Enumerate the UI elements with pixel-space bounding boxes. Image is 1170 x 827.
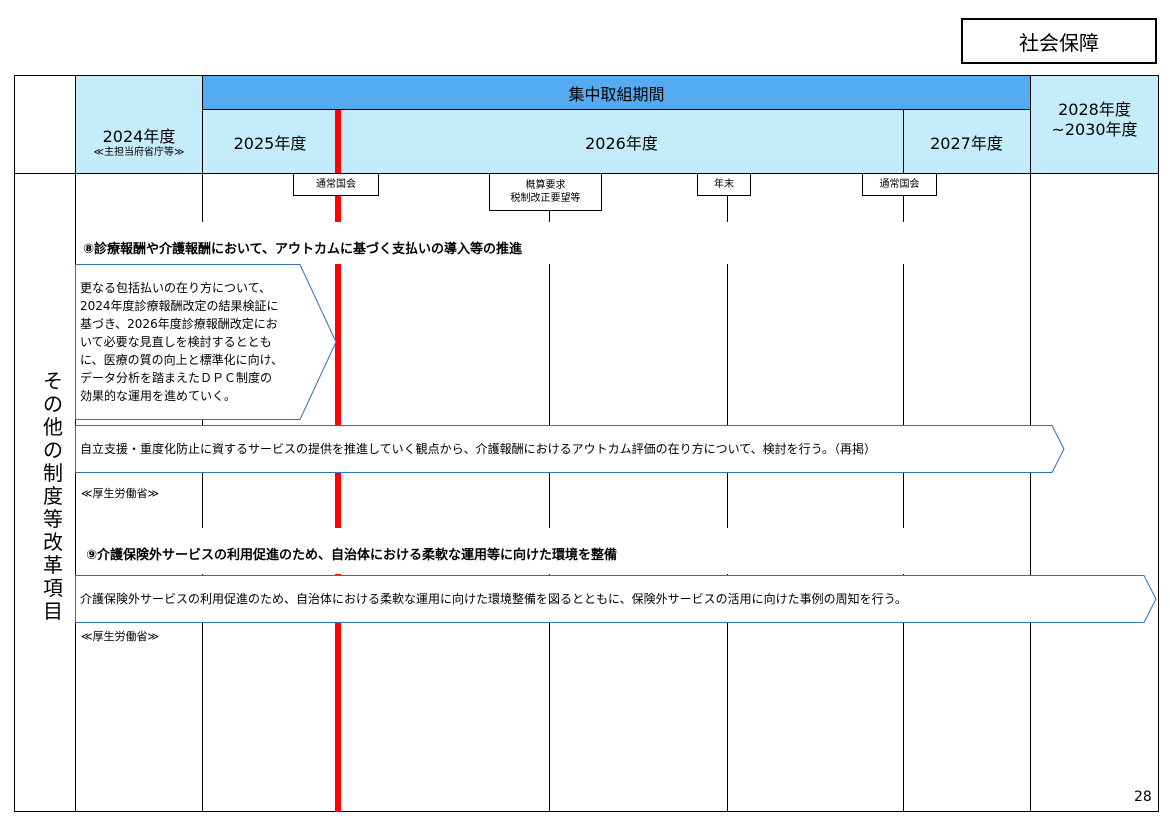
header-divider-top xyxy=(203,109,1030,110)
item-9-arrow-environment-text: 介護保険外サービスの利用促進のため、自治体における柔軟な運用に向けた環境整備を図… xyxy=(80,592,907,606)
item-8-arrow-dpc: 更なる包括払いの在り方について、 2024年度診療報酬改定の結果検証に 基づき、… xyxy=(75,264,337,420)
col-line-yearend xyxy=(727,174,728,812)
header-fy2025: 2025年度 xyxy=(233,133,307,153)
item-8-arrow-dpc-text: 更なる包括払いの在り方について、 2024年度診療報酬改定の結果検証に 基づき、… xyxy=(80,281,284,403)
col-line-mid-2026 xyxy=(549,174,550,812)
item-9-ministry: ≪厚生労働省≫ xyxy=(81,630,160,643)
title-row-mask-8 xyxy=(76,222,1030,264)
item-8-arrow-outcome-text: 自立支援・重度化防止に資するサービスの提供を推進していく観点から、介護報酬におけ… xyxy=(80,442,876,456)
milestone-ordinary-diet-2: 通常国会 xyxy=(862,173,937,196)
item-8-ministry: ≪厚生労働省≫ xyxy=(81,487,160,500)
item-8-arrow-dpc-shape xyxy=(75,264,337,420)
header-fy2024: 2024年度 ≪主担当府省庁等≫ xyxy=(93,127,185,158)
category-label: 社会保障 xyxy=(1019,30,1099,55)
milestone-ordinary-diet-1: 通常国会 xyxy=(293,173,379,196)
item-9-arrow-environment-shape xyxy=(75,575,1157,623)
header-fy2027: 2027年度 xyxy=(930,133,1003,153)
header-fy2026: 2026年度 xyxy=(585,133,658,153)
item-8-title: ⑧診療報酬や介護報酬において、アウトカムに基づく支払いの導入等の推進 xyxy=(83,242,522,257)
item-8-arrow-outcome-shape xyxy=(75,425,1065,473)
item-8-arrow-outcome: 自立支援・重度化防止に資するサービスの提供を推進していく観点から、介護報酬におけ… xyxy=(75,425,1065,473)
title-row-mask-9 xyxy=(76,528,1030,574)
milestone-year-end: 年末 xyxy=(697,173,751,196)
item-9-arrow-environment: 介護保険外サービスの利用促進のため、自治体における柔軟な運用に向けた環境整備を図… xyxy=(75,575,1157,623)
milestone-budget-request: 概算要求 税制改正要望等 xyxy=(489,173,602,211)
header-fy2028-cell xyxy=(1031,76,1158,173)
category-box: 社会保障 xyxy=(961,18,1157,64)
header-fy2028: 2028年度 ~2030年度 xyxy=(1051,100,1138,139)
schedule-table xyxy=(14,75,1159,812)
side-label-other-reforms: そ の 他 の 制 度 等 改 革 項 目 xyxy=(43,369,63,623)
item-9-title: ⑨介護保険外サービスの利用促進のため、自治体における柔軟な運用等に向けた環境を整… xyxy=(86,548,618,563)
page-number: 28 xyxy=(1134,789,1152,805)
header-intensive-period: 集中取組期間 xyxy=(203,76,1030,109)
header-fy2024-cell xyxy=(76,76,202,173)
